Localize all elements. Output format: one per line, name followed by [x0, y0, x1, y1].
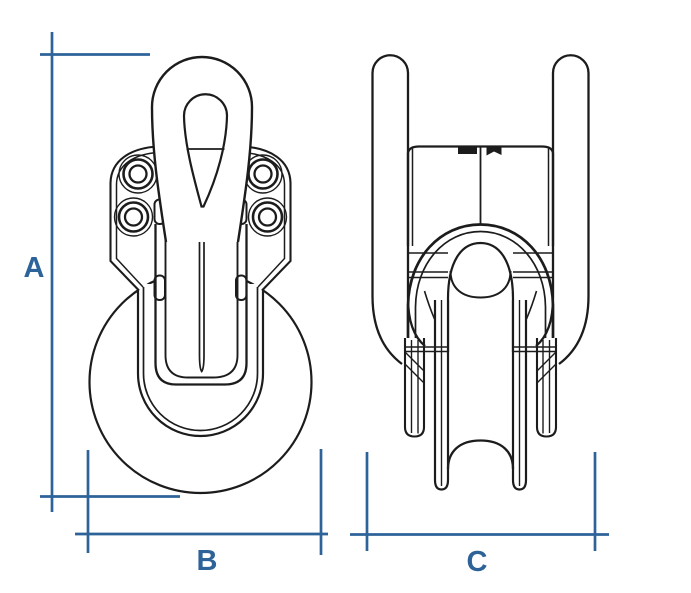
bolt-upper-left	[118, 154, 158, 194]
sheave-edge-glimpse	[423, 290, 538, 320]
arch-chamfer-lines	[408, 252, 553, 279]
dimension-c-label: C	[467, 546, 488, 578]
bolt-lower-right	[247, 197, 288, 237]
center-strap	[154, 213, 248, 386]
sheave-bottom-arc	[446, 439, 515, 470]
side-eye-link	[371, 54, 590, 365]
side-plate-right	[242, 145, 292, 292]
leg-chamfer-lines	[405, 346, 556, 353]
bolt-lower-left	[113, 197, 154, 237]
dimension-annotations: A B C	[24, 32, 609, 578]
side-plate-left	[109, 145, 159, 292]
front-view	[88, 55, 313, 495]
dimension-c	[350, 452, 609, 551]
stub-chamfer-lines	[404, 351, 557, 384]
outer-stubs	[403, 338, 558, 438]
dimension-a	[40, 32, 180, 512]
weld-mark-right	[486, 147, 502, 156]
eye-opening	[182, 93, 229, 208]
dimension-a-label: A	[24, 252, 45, 284]
weld-mark-left	[458, 147, 477, 154]
dimension-labels: A B C	[24, 252, 488, 578]
side-view	[371, 54, 590, 491]
dimension-b	[75, 449, 328, 555]
top-eye	[150, 55, 254, 243]
strap-legs	[405, 300, 556, 491]
dimension-b-label: B	[197, 545, 218, 577]
sheave-hub-arc	[449, 270, 512, 299]
strap-seam	[198, 213, 205, 373]
